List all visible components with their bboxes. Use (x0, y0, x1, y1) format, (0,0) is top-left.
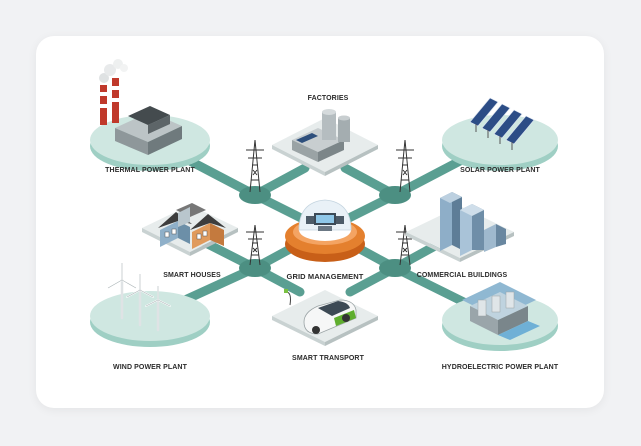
wind-power-plant (90, 262, 210, 347)
pylon-nw (246, 139, 264, 193)
smart-houses (142, 203, 238, 256)
smart-transport (272, 289, 378, 346)
pylon-ne (396, 139, 414, 193)
label-smart-transport: SMART TRANSPORT (292, 355, 364, 362)
junction-nodes (239, 186, 411, 277)
factories (272, 109, 378, 176)
commercial-buildings (406, 192, 514, 262)
junction-se (379, 259, 411, 277)
label-factories: FACTORIES (307, 95, 349, 102)
junction-ne (379, 186, 411, 204)
label-thermal-power-plant: THERMAL POWER PLANT (105, 167, 195, 174)
label-smart-houses: SMART HOUSES (163, 272, 221, 279)
junction-nw (239, 186, 271, 204)
pylon-sw (246, 224, 264, 266)
solar-power-plant (442, 97, 558, 171)
label-grid-management: GRID MANAGEMENT (286, 272, 364, 281)
hydroelectric-power-plant (442, 282, 558, 351)
junction-sw (239, 259, 271, 277)
pylon-se (396, 224, 414, 266)
thermal-power-plant (90, 59, 210, 171)
grid-management (285, 199, 365, 262)
label-commercial-buildings: COMMERCIAL BUILDINGS (416, 272, 508, 279)
label-hydroelectric-power-plant: HYDROELECTRIC POWER PLANT (441, 364, 559, 371)
label-wind-power-plant: WIND POWER PLANT (113, 364, 187, 371)
label-solar-power-plant: SOLAR POWER PLANT (460, 167, 540, 174)
